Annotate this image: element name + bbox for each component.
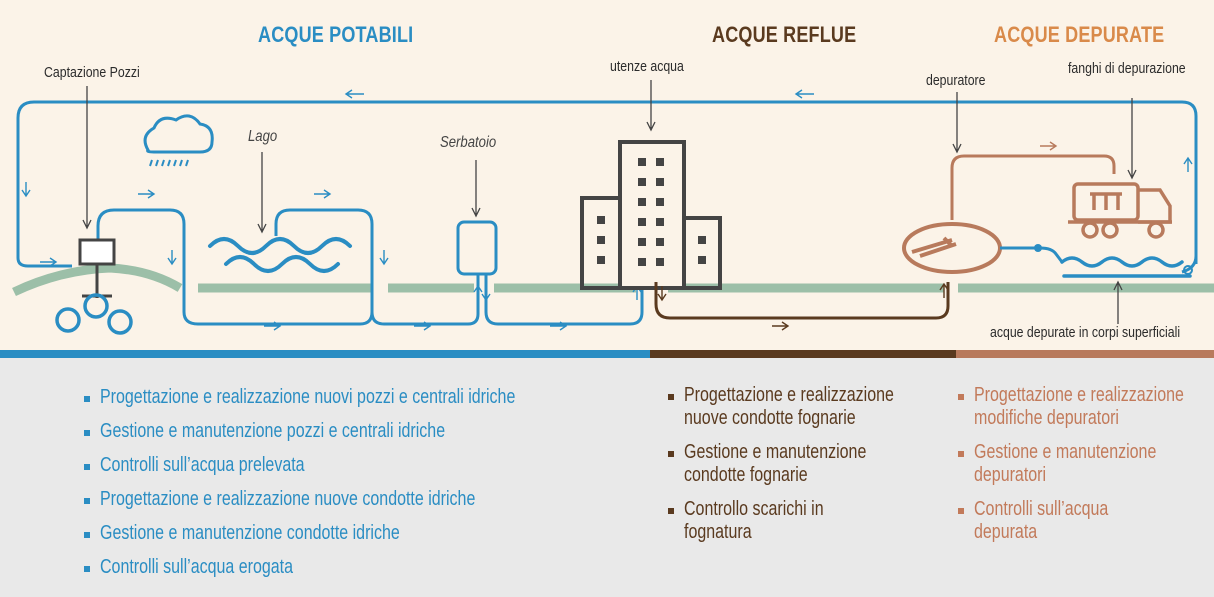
label-utenze: utenze acqua: [610, 58, 684, 75]
band-potabili: [0, 350, 650, 358]
diagram-area: [0, 0, 1214, 352]
band-reflue: [650, 350, 956, 358]
city-buildings: [580, 140, 722, 290]
list-item: Controlli sull’acqua erogata: [84, 556, 619, 579]
serbatoio-pipes: [370, 220, 644, 326]
list-potabili: Progettazione e realizzazione nuovi pozz…: [84, 386, 619, 590]
list-item: Progettazione e realizzazione nuovi pozz…: [84, 386, 619, 409]
activities-panel: [0, 358, 1214, 597]
river-waves: [1060, 256, 1192, 278]
list-item: Gestione e manutenzione condotte idriche: [84, 522, 619, 545]
ground-line: [12, 263, 1214, 297]
return-pipe: [16, 100, 1198, 268]
outflow-point: [1183, 265, 1193, 275]
water-cycle-diagram: [12, 80, 1214, 335]
pointer-lines: [82, 80, 1137, 324]
list-item: Progettazione e realizzazione nuove cond…: [84, 488, 619, 511]
list-item: Controlli sull’acqua prelevata: [84, 454, 619, 477]
label-fanghi: fanghi di depurazione: [1068, 60, 1186, 77]
treated-pipe: [1000, 246, 1064, 263]
rain-cloud-icon: [143, 114, 214, 167]
well-pump: [55, 208, 374, 335]
label-corpi: acque depurate in corpi superficiali: [990, 324, 1181, 341]
label-serbatoio: Serbatoio: [440, 134, 497, 151]
depuratore-tank: [902, 141, 1116, 274]
section-title-potabili: ACQUE POTABILI: [258, 22, 414, 47]
lake-waves: [208, 237, 352, 273]
section-title-depurate: ACQUE DEPURATE: [994, 22, 1165, 47]
sewer-pipe: [654, 282, 950, 331]
label-captazione: Captazione Pozzi: [44, 64, 140, 81]
treated-pipe-node: [1034, 244, 1042, 252]
label-lago: Lago: [248, 128, 278, 145]
list-item: Gestione e manutenzione pozzi e centrali…: [84, 420, 619, 443]
label-depuratore: depuratore: [926, 72, 986, 89]
truck-icon: [1068, 182, 1172, 239]
band-depurate: [956, 350, 1214, 358]
section-title-reflue: ACQUE REFLUE: [712, 22, 857, 47]
